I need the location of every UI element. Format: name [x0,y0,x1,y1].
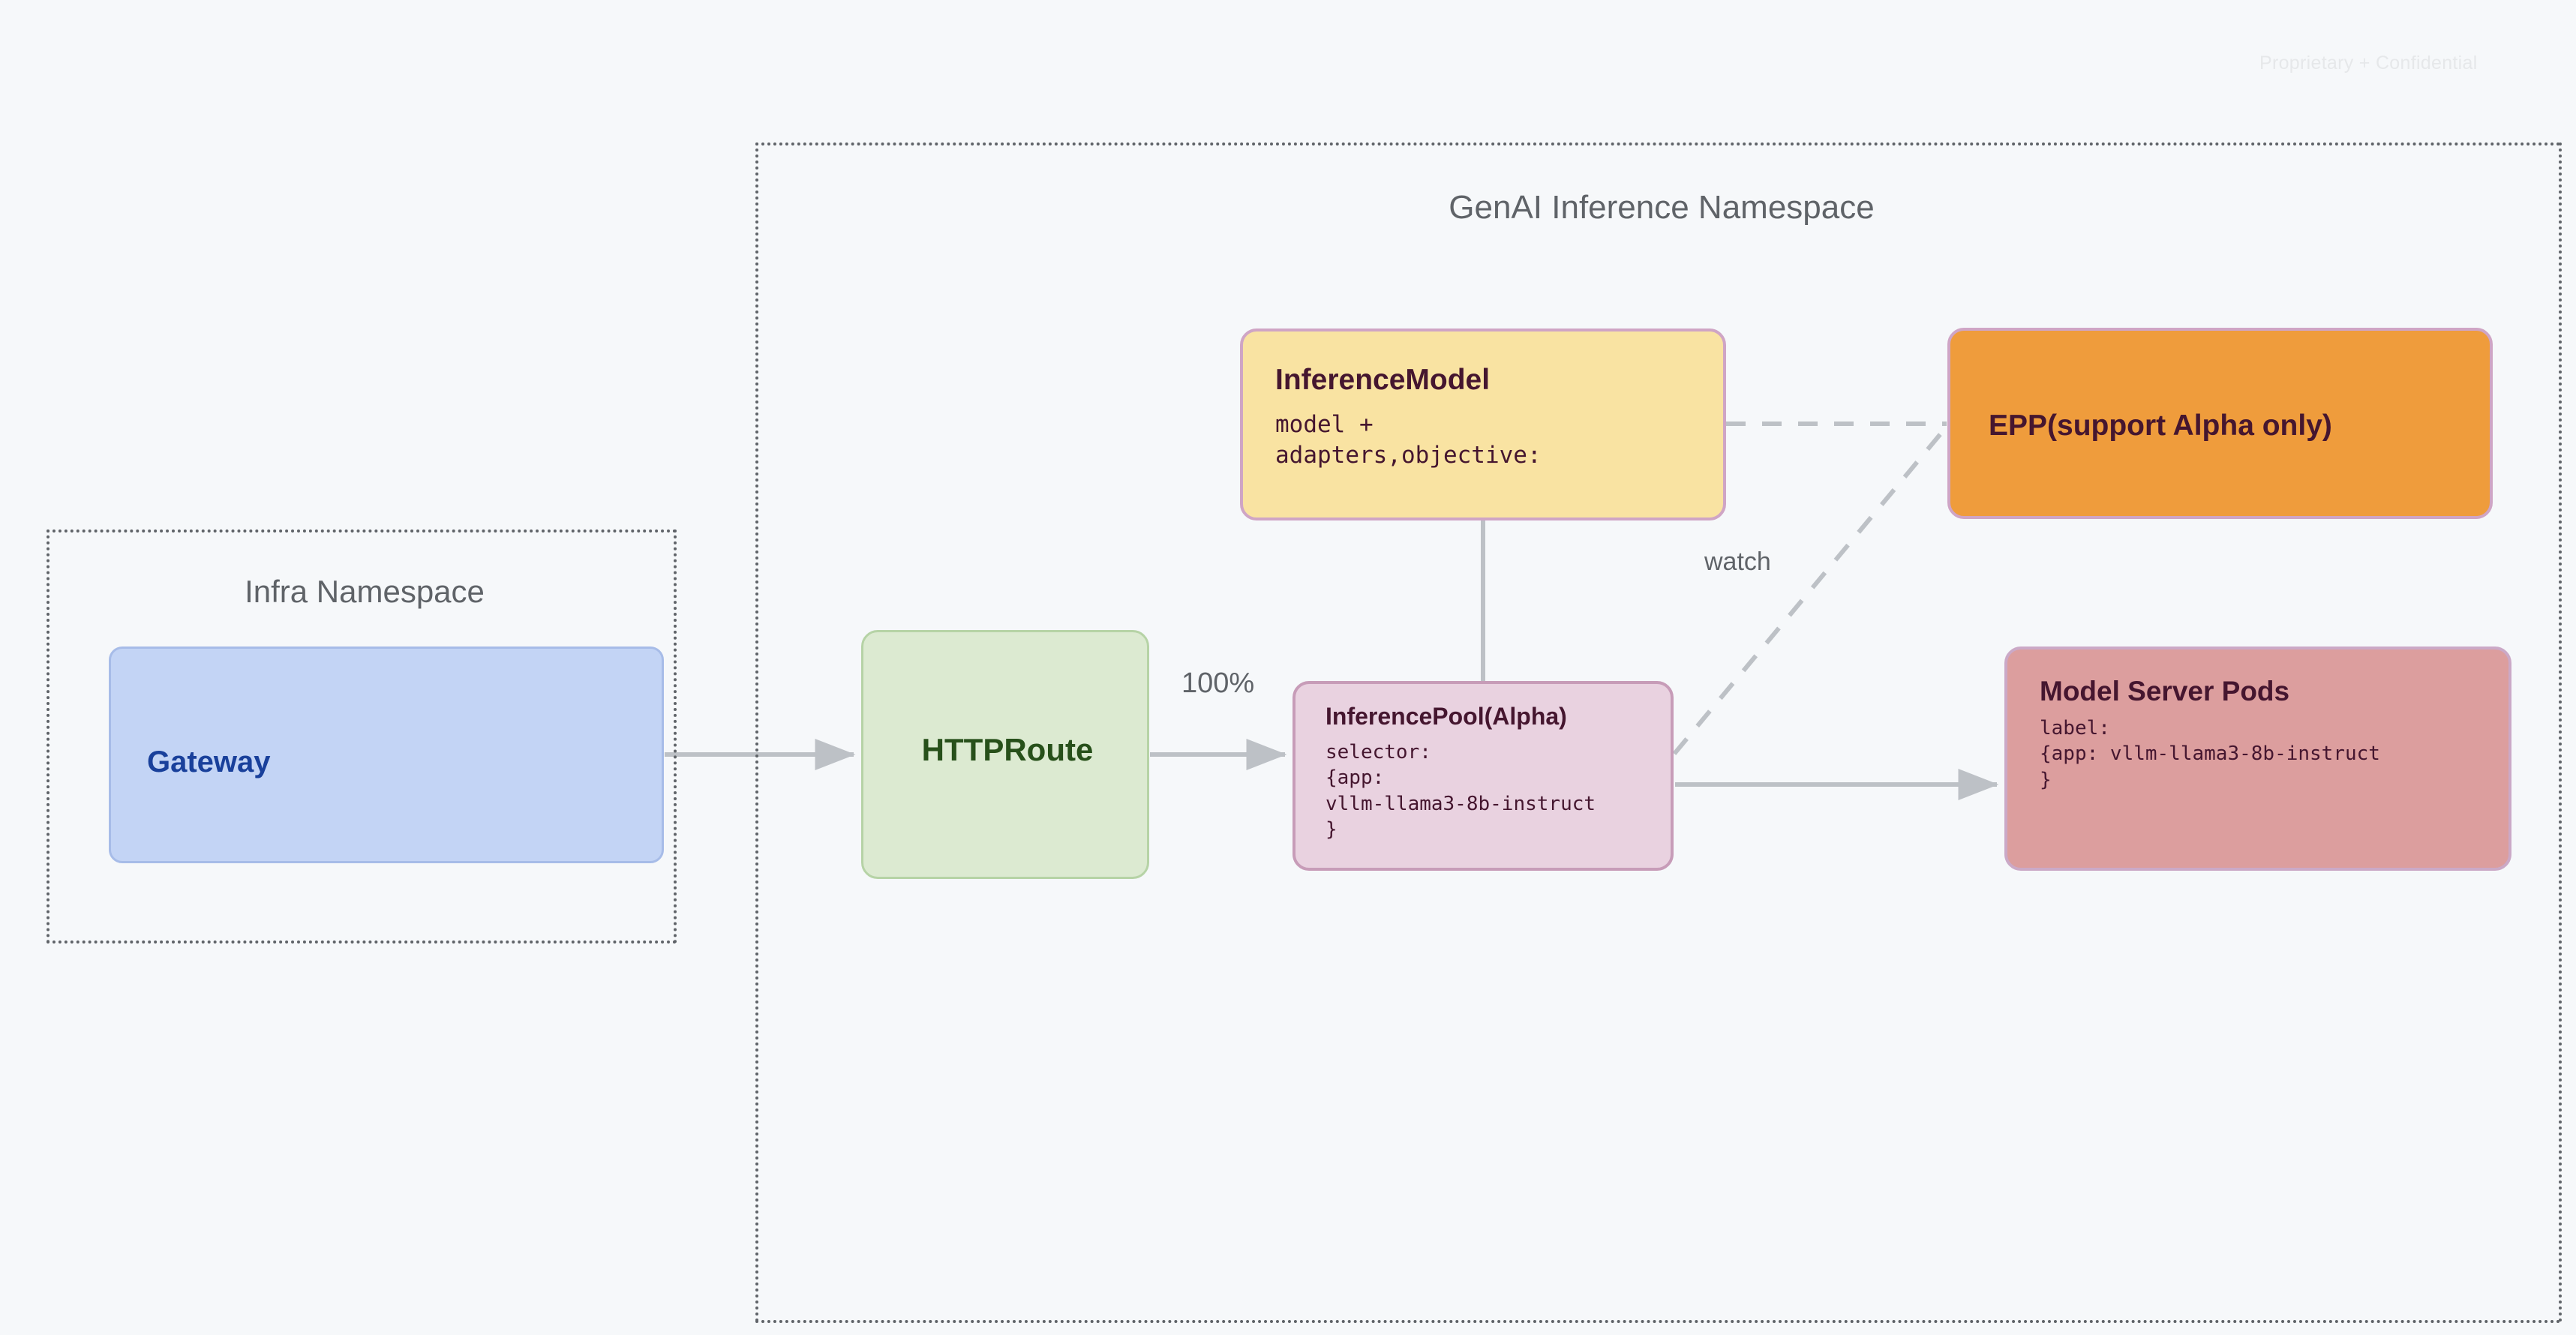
namespace-infra: Infra Namespace [47,530,677,944]
confidential-notice: Proprietary + Confidential [2259,52,2478,74]
node-inferencemodel-title: InferenceModel [1275,364,1491,396]
node-inferencepool-subtitle: selector: {app: vllm-llama3-8b-instruct … [1326,741,1596,841]
node-inferencemodel-subtitle: model + adapters,objective: [1275,411,1542,469]
node-model-server-pods-subtitle: label: {app: vllm-llama3-8b-instruct } [2040,717,2380,791]
node-gateway[interactable]: Gateway [109,646,664,863]
node-epp[interactable]: EPP(support Alpha only) [1947,328,2493,519]
namespace-genai-inference: GenAI Inference Namespace [755,142,2562,1323]
node-inferencemodel[interactable]: InferenceModel model + adapters,objectiv… [1240,328,1726,520]
node-model-server-pods[interactable]: Model Server Pods label: {app: vllm-llam… [2004,646,2511,871]
edge-label-watch: watch [1704,548,1771,576]
node-httproute[interactable]: HTTPRoute [861,630,1149,879]
node-model-server-pods-title: Model Server Pods [2040,676,2290,706]
namespace-genai-inference-title: GenAI Inference Namespace [1449,189,1875,226]
node-gateway-title: Gateway [147,746,271,778]
node-inferencepool-title: InferencePool(Alpha) [1326,703,1567,730]
edge-label-traffic-weight: 100% [1181,668,1255,699]
node-epp-title: EPP(support Alpha only) [1989,410,2332,442]
namespace-infra-title: Infra Namespace [245,574,485,609]
node-inferencepool[interactable]: InferencePool(Alpha) selector: {app: vll… [1293,681,1674,871]
node-httproute-title: HTTPRoute [921,732,1094,767]
